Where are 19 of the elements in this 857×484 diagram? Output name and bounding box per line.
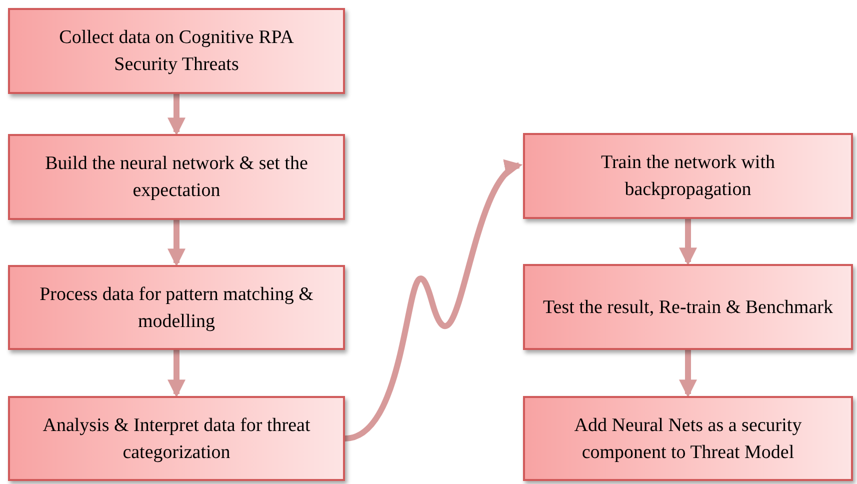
process-box xyxy=(523,133,853,219)
arrow xyxy=(679,219,697,266)
step-text: Analysis & Interpret data for threat categorization xyxy=(42,414,312,464)
process-box xyxy=(523,264,853,350)
arrow xyxy=(168,350,186,398)
arrow xyxy=(168,94,186,136)
process-box xyxy=(8,265,345,350)
step-text: Test the result, Re-train & Benchmark xyxy=(543,296,833,320)
step-text: Process data for pattern matching & modelling xyxy=(38,282,314,334)
process-box xyxy=(8,396,345,481)
process-box xyxy=(523,396,853,481)
step-text: Add Neural Nets as a security component to Threat Model xyxy=(573,414,803,464)
arrow xyxy=(679,350,697,398)
step-text: Build the neural network & set the expectation xyxy=(44,152,309,203)
process-box xyxy=(8,8,345,94)
arrow xyxy=(168,220,186,267)
process-box xyxy=(8,134,345,220)
step-text: Collect data on Cognitive RPA Security Threats xyxy=(58,26,295,77)
step-text: Train the network with backpropagation xyxy=(600,151,776,202)
